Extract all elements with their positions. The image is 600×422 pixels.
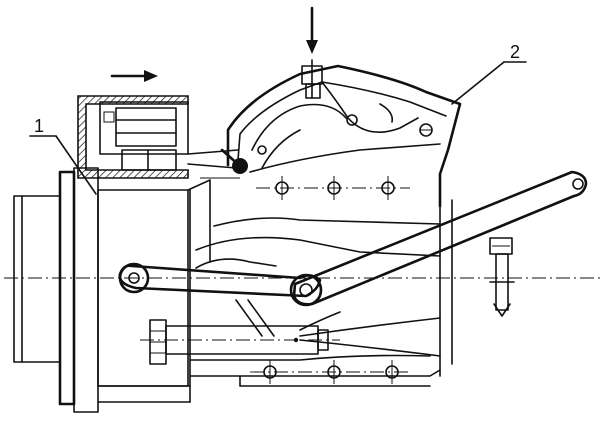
bolt-row-bottom [250, 360, 410, 384]
leader-line-2 [451, 61, 527, 105]
lower-stud [140, 319, 340, 365]
bolt-row-top [256, 176, 410, 200]
leader-line-1 [29, 135, 97, 195]
right-clamp [489, 237, 515, 317]
linkage-arms [118, 170, 588, 337]
motor-bracket [77, 95, 189, 179]
pivot-knob [187, 148, 248, 179]
upper-housing [226, 59, 462, 208]
part-label-2: 2 [510, 42, 520, 62]
part-label-1: 1 [34, 116, 44, 136]
motion-arrow-right-icon [110, 70, 158, 82]
force-arrow-down-icon [306, 6, 318, 54]
